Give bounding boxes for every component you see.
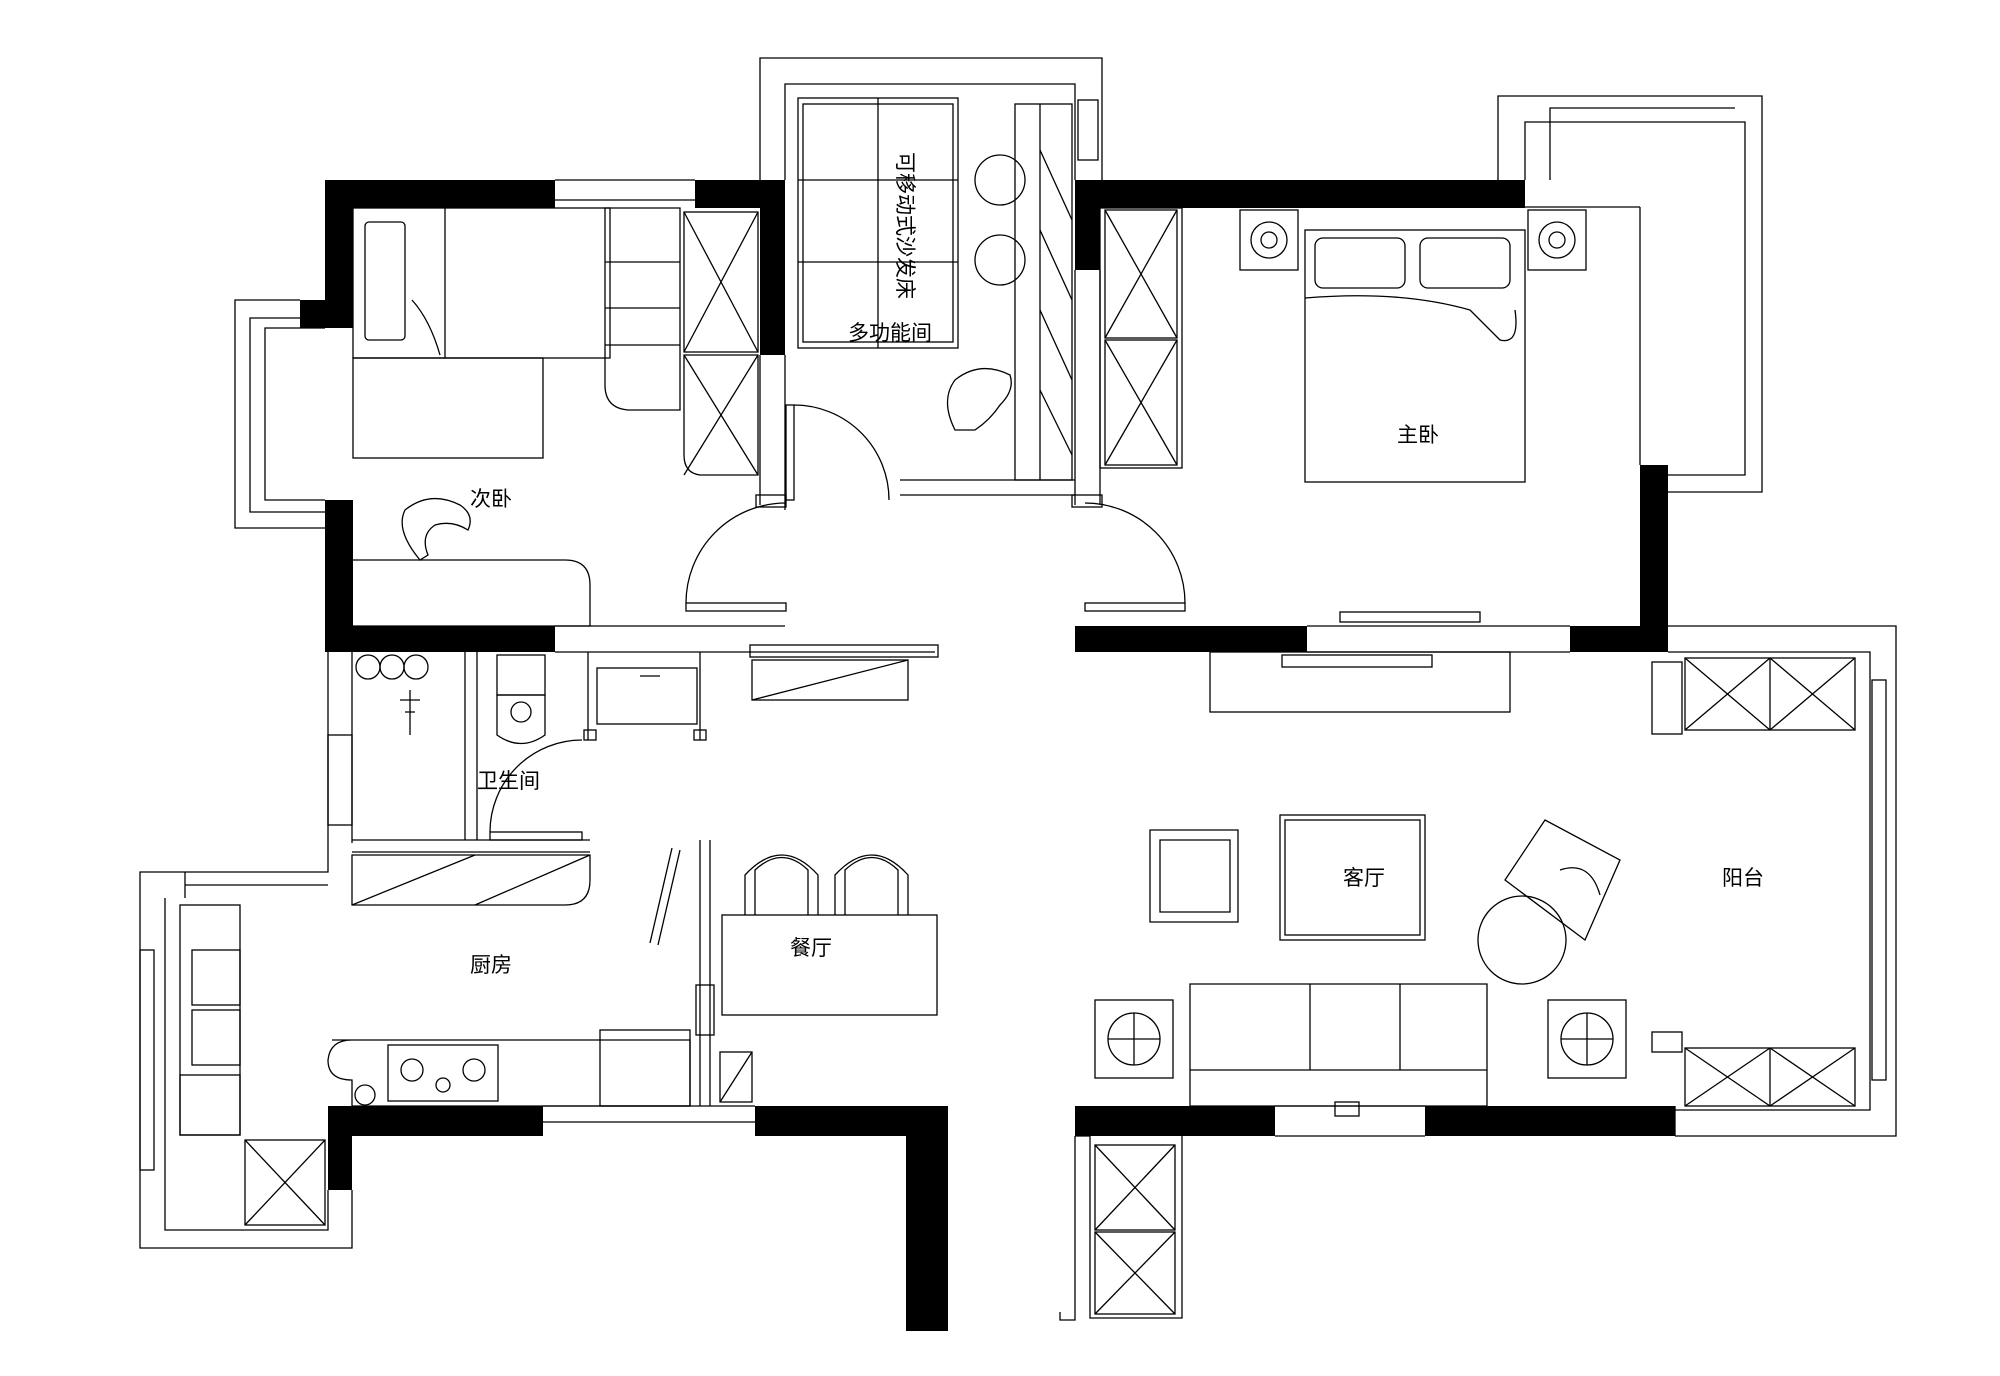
label-multifunction-room: 多功能间 bbox=[848, 321, 932, 345]
label-kitchen: 厨房 bbox=[470, 953, 512, 977]
label-balcony: 阳台 bbox=[1722, 866, 1764, 890]
master-bed bbox=[1304, 229, 1526, 483]
partitions bbox=[139, 57, 1897, 1249]
label-second-bedroom: 次卧 bbox=[470, 487, 512, 511]
label-living-room: 客厅 bbox=[1343, 866, 1385, 890]
room-labels: 多功能间 可移动式沙发床 次卧 主卧 卫生间 厨房 餐厅 客厅 阳台 bbox=[470, 152, 1764, 977]
furniture bbox=[179, 97, 1856, 1321]
doors bbox=[489, 404, 1186, 946]
label-dining: 餐厅 bbox=[790, 936, 832, 960]
structural-walls bbox=[300, 180, 1675, 1331]
label-master-bedroom: 主卧 bbox=[1397, 423, 1439, 447]
coffee-table bbox=[1279, 814, 1426, 941]
sofa bbox=[1189, 983, 1488, 1107]
label-sofa-bed: 可移动式沙发床 bbox=[893, 152, 917, 299]
label-bathroom: 卫生间 bbox=[477, 769, 540, 793]
second-bedroom-bed bbox=[352, 207, 611, 359]
dining-table bbox=[721, 914, 938, 1016]
wardrobe-cabinet bbox=[683, 211, 759, 353]
